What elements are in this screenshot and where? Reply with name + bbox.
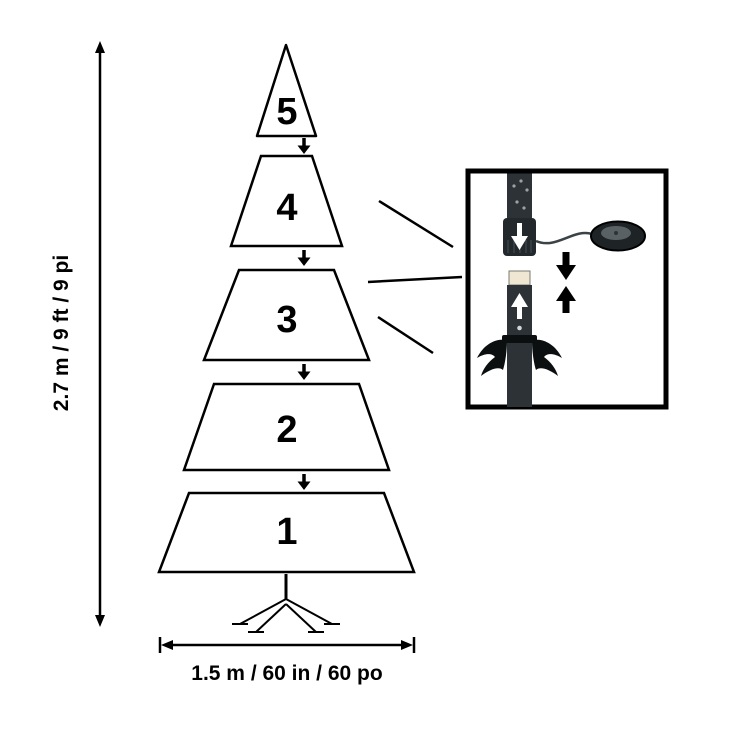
tree-section-numbers: 5 4 3 2 1 [276,91,297,553]
section-4-number: 4 [276,187,297,229]
pole-connector-collar [503,218,536,256]
tree-section-3-shape [202,268,371,362]
pole-tip [508,270,531,286]
inset-detail [465,168,669,410]
up-arrow-icon [511,293,528,319]
up-arrow-icon [556,286,576,313]
height-dimension: 2.7 m / 9 ft / 9 pi [50,41,105,627]
arrow-right-icon [401,640,413,650]
rivet-dot [522,206,526,210]
rivet-dot [525,188,529,192]
stand-claws [477,335,562,376]
tree-section-2-shape [182,382,391,472]
width-dimension: 1.5 m / 60 in / 60 po [158,637,416,685]
down-arrow-icon [297,364,311,380]
down-arrow-icon [297,250,311,266]
arrow-down-icon [95,615,105,627]
width-dimension-label: 1.5 m / 60 in / 60 po [191,662,382,685]
tree-section-5-shape [255,43,318,138]
lower-pole [507,270,532,407]
rivet-dot [517,325,522,331]
section-3-number: 3 [276,299,297,341]
section-connector-arrows [297,138,311,490]
tree-stand [232,574,340,633]
section-1-number: 1 [276,511,297,553]
arrow-left-icon [161,640,173,650]
cap-cord [535,231,593,245]
section-5-number: 5 [276,91,297,133]
section-2-number: 2 [276,409,297,451]
tree-section-1-shape [157,491,416,574]
down-arrow-icon [556,252,576,280]
tree-section-4-shape [229,154,344,248]
down-arrow-icon [511,223,528,250]
rivet-dot [519,179,523,183]
callout-lines [367,199,463,355]
down-arrow-icon [297,474,311,490]
tree [157,43,416,574]
rivet-dot [515,200,519,204]
down-arrow-icon [297,138,311,154]
height-dimension-label: 2.7 m / 9 ft / 9 pi [50,255,73,411]
upper-pole [507,173,532,219]
round-cap-icon [535,220,646,252]
arrow-up-icon [95,41,105,53]
rivet-dot [512,184,516,188]
insert-direction-arrows [556,252,576,313]
